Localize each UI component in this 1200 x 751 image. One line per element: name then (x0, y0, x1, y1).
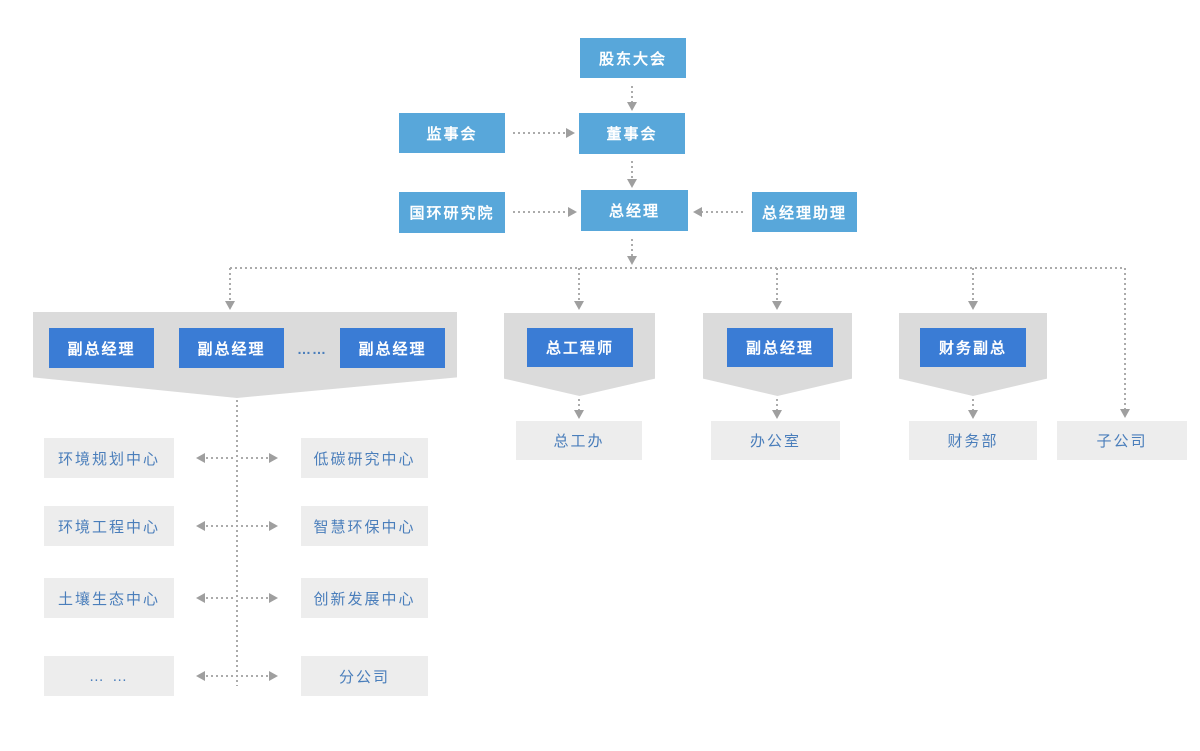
node-deputy-gm-admin: 副总经理 (727, 328, 833, 367)
node-deputy-gm-3: 副总经理 (340, 328, 445, 368)
node-subsidiary: 子公司 (1057, 421, 1187, 460)
node-dept-right-3: 分公司 (301, 656, 428, 696)
node-supervisory-board: 监事会 (399, 113, 505, 153)
distribution-rail (225, 267, 1130, 418)
node-deputy-gm-2: 副总经理 (179, 328, 284, 368)
top-hierarchy-connectors (513, 86, 743, 265)
deputy-gm-ellipsis: …… (297, 341, 327, 357)
node-dept-left-0: 环境规划中心 (44, 438, 174, 478)
node-dept-left-2: 土壤生态中心 (44, 578, 174, 618)
department-spine-connectors (196, 400, 278, 686)
node-general-office: 办公室 (711, 421, 840, 460)
node-dept-left-3: … … (44, 656, 174, 696)
node-finance-vp: 财务副总 (920, 328, 1026, 367)
node-finance-department: 财务部 (909, 421, 1037, 460)
node-deputy-gm-1: 副总经理 (49, 328, 154, 368)
node-board-of-directors: 董事会 (579, 113, 685, 154)
node-general-manager: 总经理 (581, 190, 688, 231)
node-dept-left-1: 环境工程中心 (44, 506, 174, 546)
pentagon-to-office-connectors (574, 399, 978, 419)
node-chief-engineer: 总工程师 (527, 328, 633, 367)
node-shareholders-meeting: 股东大会 (580, 38, 686, 78)
node-chief-engineer-office: 总工办 (516, 421, 642, 460)
node-research-institute: 国环研究院 (399, 192, 505, 233)
node-dept-right-0: 低碳研究中心 (301, 438, 428, 478)
node-dept-right-2: 创新发展中心 (301, 578, 428, 618)
node-dept-right-1: 智慧环保中心 (301, 506, 428, 546)
node-gm-assistant: 总经理助理 (752, 192, 857, 232)
